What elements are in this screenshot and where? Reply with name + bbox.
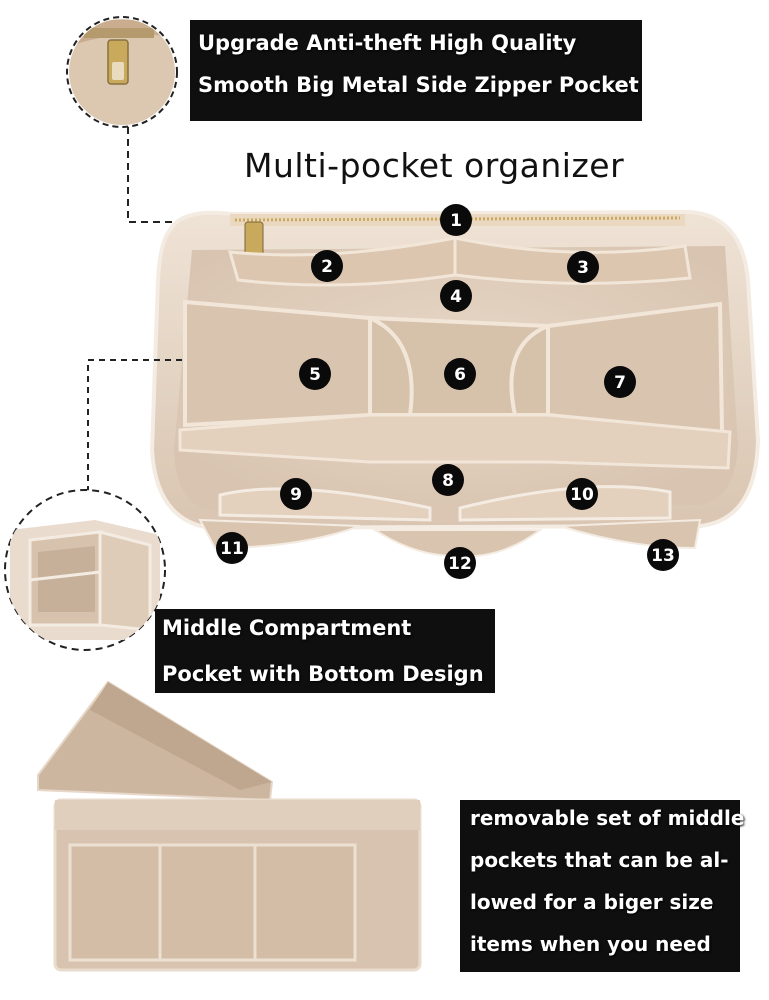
svg-text:5: 5 [309,365,321,385]
pocket-badge-7: 7 [604,366,636,398]
pocket-badge-13: 13 [647,539,679,571]
svg-text:6: 6 [454,365,466,385]
removable-caption-line-3: lowed for a biger size [470,890,714,914]
svg-text:13: 13 [651,546,675,566]
page-title: Multi-pocket organizer [244,146,625,185]
middle-caption-line-1: Middle Compartment [162,616,412,640]
svg-text:2: 2 [321,257,333,277]
zipper-caption-line-2: Smooth Big Metal Side Zipper Pocket [198,73,639,97]
removable-caption-line-4: items when you need [470,932,711,956]
svg-text:7: 7 [614,373,626,393]
pocket-badge-11: 11 [216,532,248,564]
svg-text:11: 11 [220,539,244,559]
svg-text:12: 12 [448,554,472,574]
pocket-badge-5: 5 [299,358,331,390]
zipper-connector-line [127,127,232,223]
pocket-badge-2: 2 [311,250,343,282]
pocket-badge-10: 10 [566,478,598,510]
middle-compartment-caption: Middle Compartment Pocket with Bottom De… [155,609,495,693]
middle-caption-line-2: Pocket with Bottom Design [162,662,484,686]
svg-text:10: 10 [570,485,594,505]
pocket-badge-4: 4 [440,280,472,312]
zipper-caption-line-1: Upgrade Anti-theft High Quality [198,31,577,55]
middle-compartment-detail-image [4,489,166,651]
svg-text:9: 9 [290,485,302,505]
svg-text:1: 1 [450,211,462,231]
svg-text:3: 3 [577,258,589,278]
svg-text:8: 8 [442,471,454,491]
pocket-badge-8: 8 [432,464,464,496]
pocket-badge-6: 6 [444,358,476,390]
pocket-badge-9: 9 [280,478,312,510]
removable-set-caption: removable set of middle pockets that can… [460,800,745,972]
svg-text:4: 4 [450,287,462,307]
removable-caption-line-1: removable set of middle [470,806,745,830]
pocket-badge-1: 1 [440,204,472,236]
middle-connector-line [87,359,182,492]
pocket-badge-3: 3 [567,251,599,283]
removable-insert-image [37,680,422,972]
pocket-badge-12: 12 [444,547,476,579]
zipper-pocket-caption: Upgrade Anti-theft High Quality Smooth B… [190,20,642,121]
zipper-detail-image [66,16,178,128]
removable-caption-line-2: pockets that can be al- [470,848,729,872]
